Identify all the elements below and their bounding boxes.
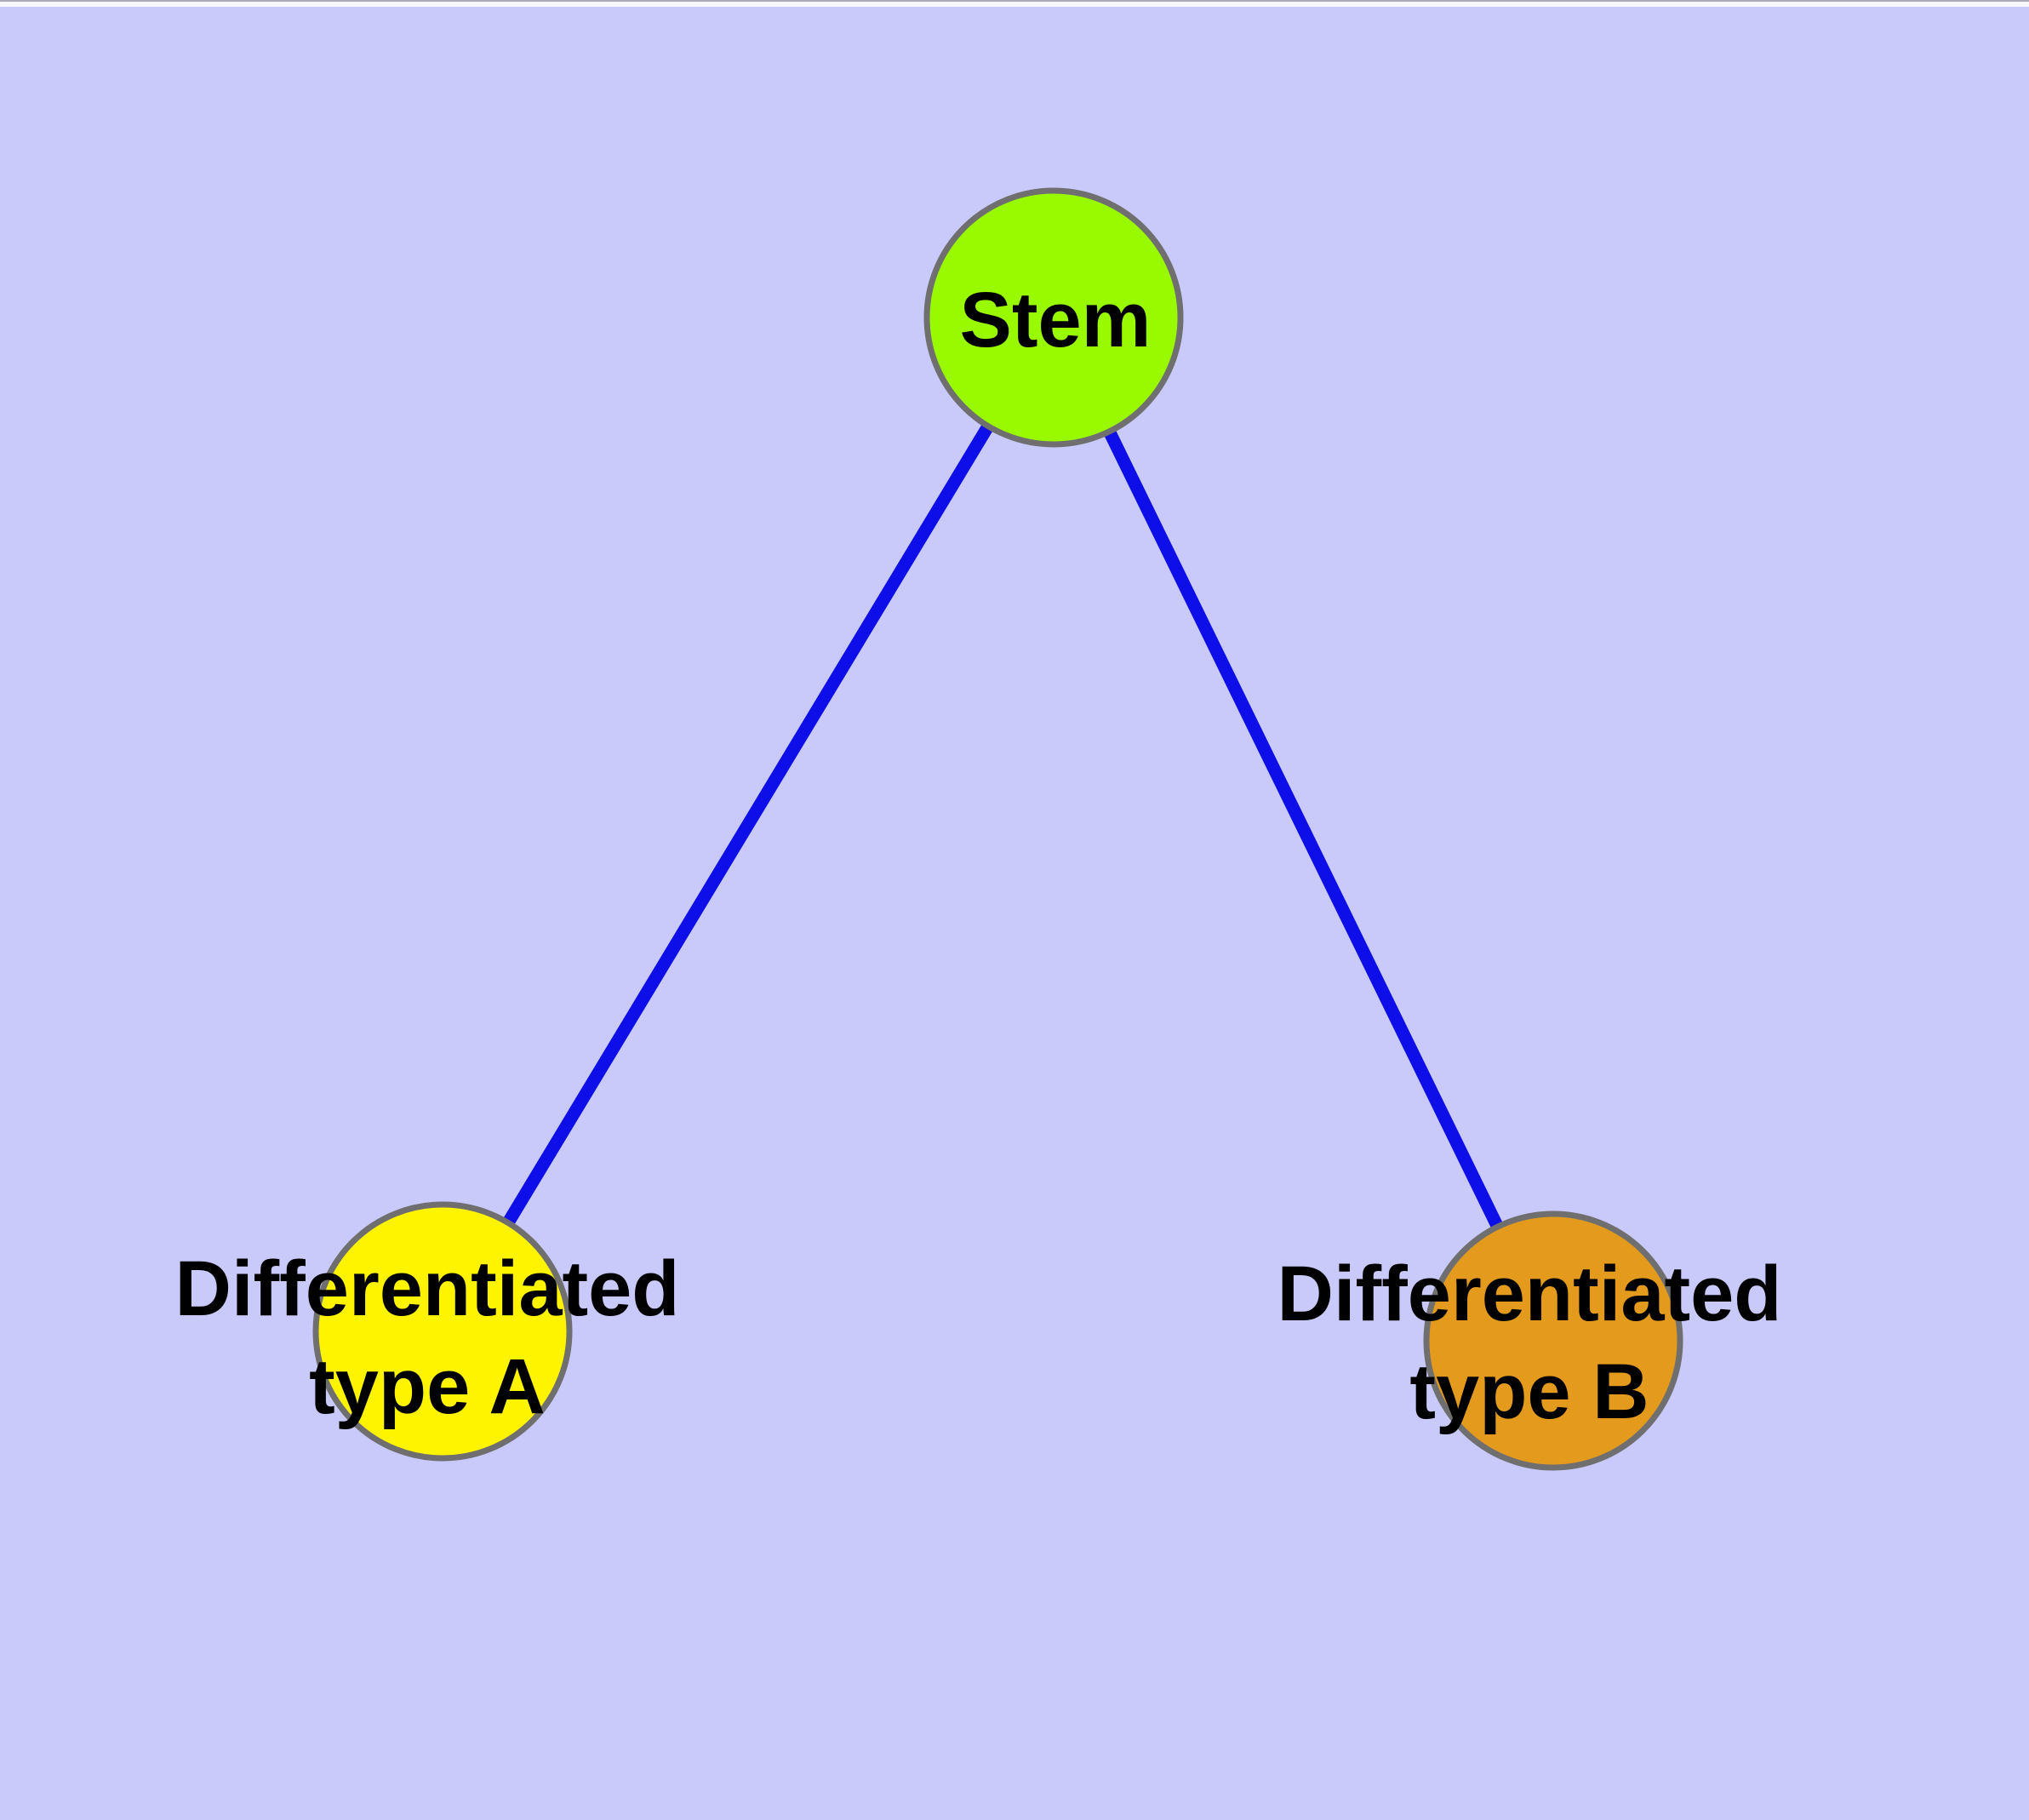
node-label-differentiated-type-a-line-2: type A bbox=[309, 1343, 546, 1430]
edge-stem-to-differentiated-type-a bbox=[437, 314, 1060, 1335]
node-differentiated-type-b bbox=[1423, 1210, 1683, 1471]
node-differentiated-type-a bbox=[312, 1201, 573, 1462]
node-label-differentiated-type-a-line-1: Differentiated bbox=[175, 1245, 680, 1332]
edge-stem-to-differentiated-type-b bbox=[1048, 314, 1559, 1344]
node-label-stem-line-1: Stem bbox=[960, 277, 1152, 363]
nodes-layer bbox=[312, 187, 1683, 1471]
node-stem bbox=[923, 187, 1184, 448]
node-label-differentiated-type-b-line-2: type B bbox=[1409, 1348, 1649, 1435]
node-label-differentiated-type-b-line-1: Differentiated bbox=[1277, 1251, 1782, 1337]
top-edge-hairline bbox=[0, 0, 2029, 2]
edges-layer bbox=[437, 314, 1559, 1344]
top-edge-strip bbox=[0, 2, 2029, 7]
